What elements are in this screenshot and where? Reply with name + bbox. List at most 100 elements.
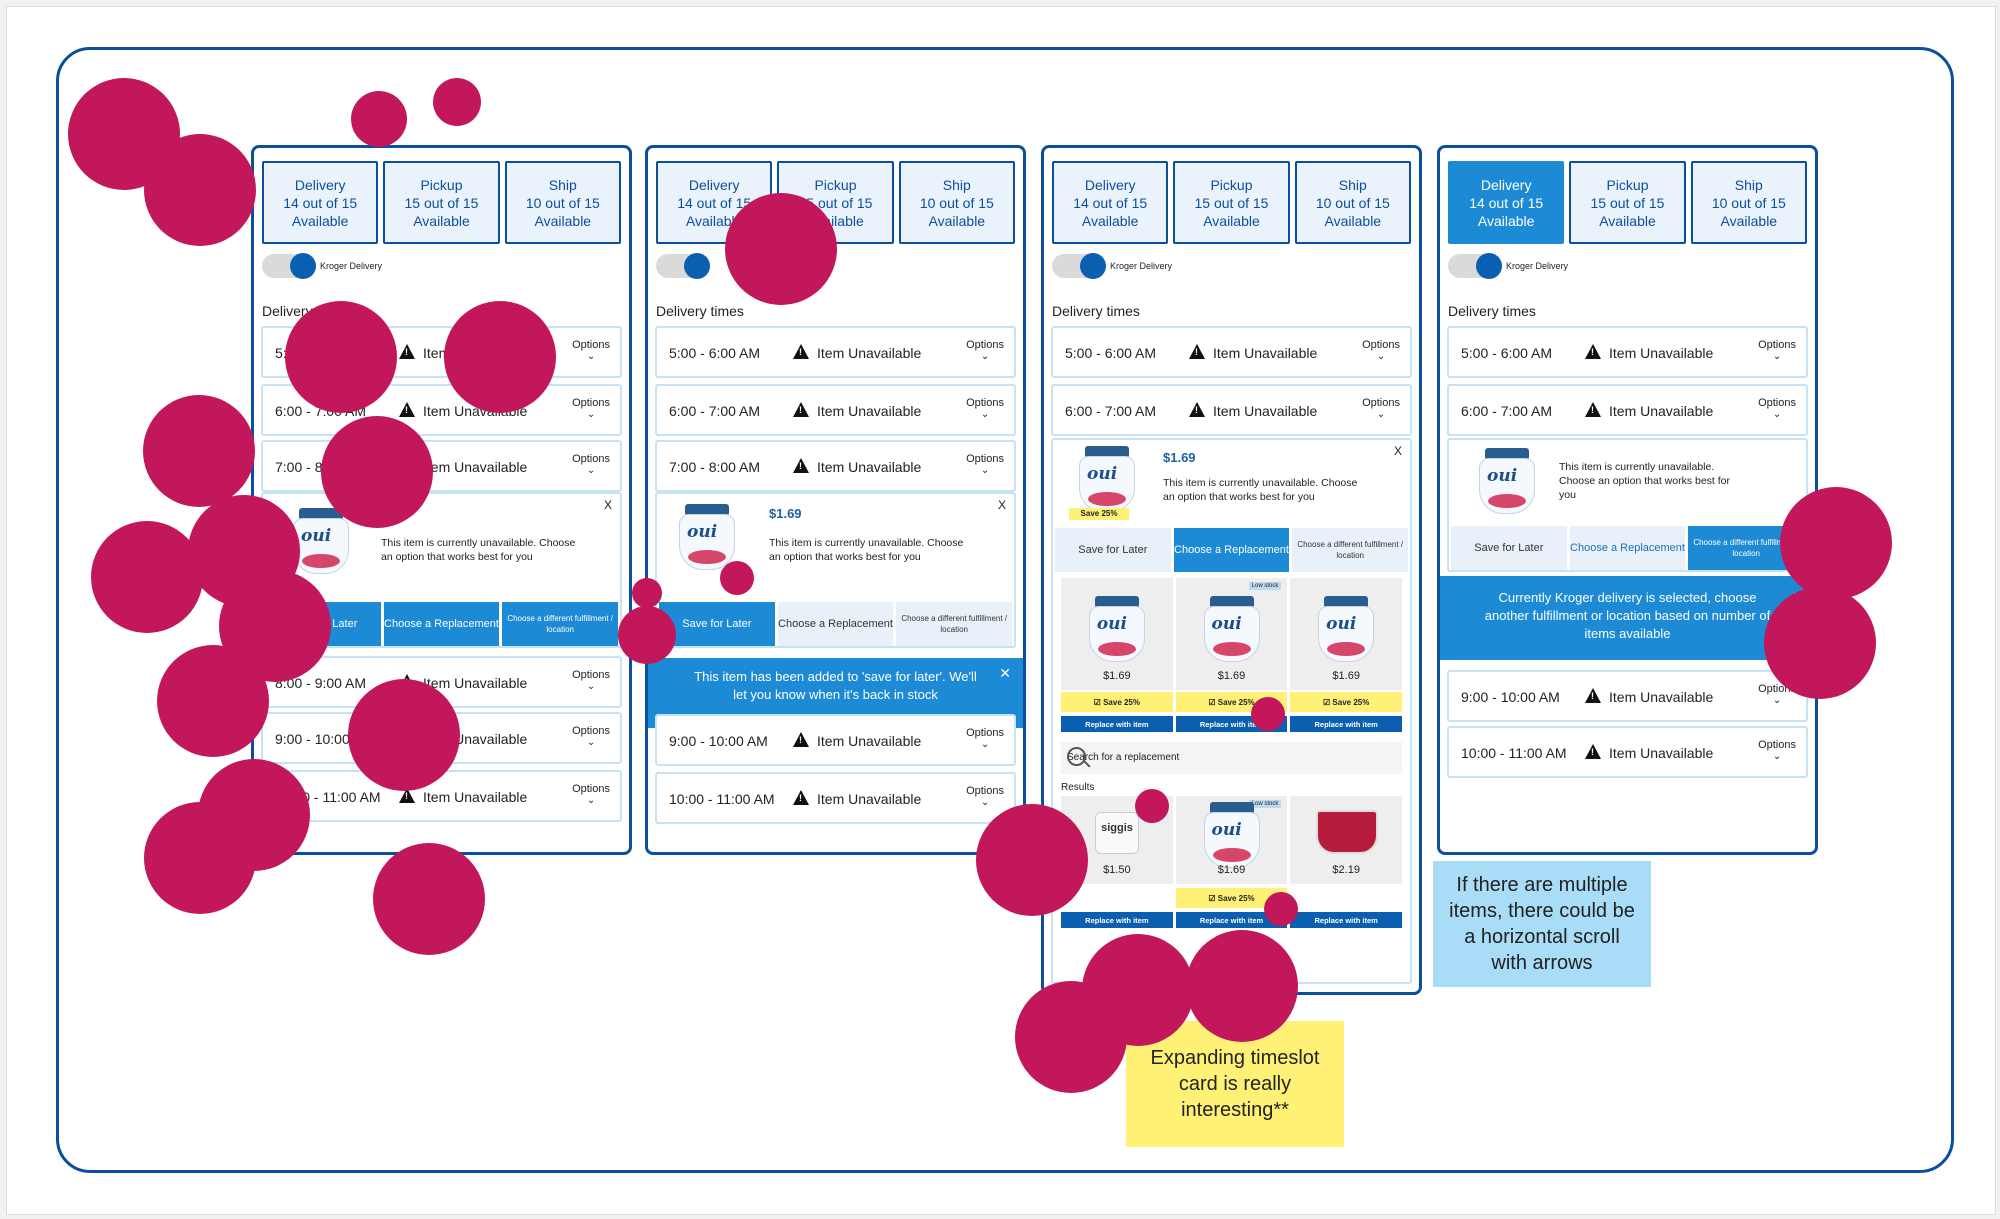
tab-avail: Available bbox=[928, 212, 986, 229]
choose-replacement-button[interactable]: Choose a Replacement bbox=[777, 602, 894, 646]
kroger-delivery-toggle[interactable] bbox=[1448, 253, 1502, 279]
slot-status: Item Unavailable bbox=[817, 459, 922, 475]
options-button[interactable]: Options⌄ bbox=[966, 339, 1004, 363]
replacement-search-input[interactable]: Search for a replacement bbox=[1061, 742, 1402, 774]
slot-status: Item Unavailable bbox=[817, 403, 922, 419]
options-button[interactable]: Options⌄ bbox=[966, 727, 1004, 751]
slot-time: 5:00 - 6:00 AM bbox=[669, 345, 761, 361]
toggle-knob bbox=[1476, 253, 1502, 279]
tab-label: Pickup bbox=[814, 176, 857, 193]
warning-icon bbox=[399, 344, 415, 359]
options-button[interactable]: Options⌄ bbox=[1362, 339, 1400, 363]
replace-with-item-button[interactable]: Replace with item bbox=[1061, 716, 1173, 732]
different-fulfillment-button[interactable]: Choose a different fulfillment / locatio… bbox=[896, 602, 1013, 646]
replacement-option[interactable]: $2.19 bbox=[1290, 796, 1403, 884]
kroger-delivery-toggle[interactable] bbox=[1052, 253, 1106, 279]
replacement-option[interactable]: oui$1.69 bbox=[1290, 578, 1403, 690]
options-button[interactable]: Options⌄ bbox=[966, 397, 1004, 421]
replace-with-item-button[interactable]: Replace with item bbox=[1061, 912, 1173, 928]
timeslot-row[interactable]: 5:00 - 6:00 AM Item Unavailable Options⌄ bbox=[655, 326, 1016, 378]
close-icon[interactable]: ✕ bbox=[999, 665, 1011, 681]
tab-label: Ship bbox=[942, 176, 971, 193]
options-button[interactable]: Options⌄ bbox=[1758, 739, 1796, 763]
options-button[interactable]: Options⌄ bbox=[966, 453, 1004, 477]
vote-dot bbox=[725, 193, 837, 305]
save-for-later-button[interactable]: Save for Later bbox=[1451, 526, 1567, 570]
chevron-down-icon: ⌄ bbox=[1772, 409, 1782, 420]
slot-time: 6:00 - 7:00 AM bbox=[669, 403, 761, 419]
save-for-later-button[interactable]: Save for Later bbox=[659, 602, 775, 646]
options-button[interactable]: Options⌄ bbox=[572, 669, 610, 693]
close-icon[interactable]: X bbox=[997, 498, 1006, 512]
tab-avail: Available bbox=[685, 212, 743, 229]
unavailable-item-card: oui This item is currently unavailable. … bbox=[1447, 438, 1808, 572]
save-tag: ☑ Save 25% bbox=[1061, 692, 1173, 712]
options-button[interactable]: Options⌄ bbox=[572, 453, 610, 477]
save-tag-text: Save 25% bbox=[1217, 893, 1255, 903]
different-fulfillment-button[interactable]: Choose a different fulfillment / locatio… bbox=[1292, 528, 1409, 572]
tab-label: Delivery bbox=[1480, 176, 1532, 193]
vote-dot bbox=[91, 521, 203, 633]
options-button[interactable]: Options⌄ bbox=[1362, 397, 1400, 421]
options-button[interactable]: Options⌄ bbox=[572, 397, 610, 421]
action-buttons: Save for Later Choose a Replacement Choo… bbox=[1451, 526, 1805, 570]
options-button[interactable]: Options⌄ bbox=[1758, 339, 1796, 363]
save-tag: ☑ Save 25% bbox=[1175, 888, 1288, 908]
replace-with-item-button[interactable]: Replace with item bbox=[1290, 912, 1403, 928]
replace-with-item-button[interactable]: Replace with item bbox=[1175, 912, 1288, 928]
tab-count: 14 out of 15 bbox=[283, 194, 358, 211]
options-button[interactable]: Options⌄ bbox=[966, 785, 1004, 809]
options-button[interactable]: Options⌄ bbox=[1758, 397, 1796, 421]
toggle-label: Kroger Delivery bbox=[1506, 261, 1569, 271]
warning-icon bbox=[793, 402, 809, 417]
kroger-delivery-toggle[interactable] bbox=[262, 253, 316, 279]
replacement-option[interactable]: oui$1.69 bbox=[1061, 578, 1173, 690]
close-icon[interactable]: X bbox=[603, 498, 612, 512]
toggle-label: Kroger Delivery bbox=[1110, 261, 1173, 271]
vote-dot bbox=[351, 91, 407, 147]
replace-with-item-button[interactable]: Replace with item bbox=[1290, 716, 1403, 732]
choose-replacement-button[interactable]: Choose a Replacement bbox=[383, 602, 500, 646]
chevron-down-icon: ⌄ bbox=[1772, 351, 1782, 362]
timeslot-row[interactable]: 6:00 - 7:00 AM Item Unavailable Options⌄ bbox=[655, 384, 1016, 436]
slot-time: 10:00 - 11:00 AM bbox=[1461, 745, 1567, 761]
options-button[interactable]: Options⌄ bbox=[572, 339, 610, 363]
kroger-delivery-toggle[interactable] bbox=[656, 253, 710, 279]
close-icon[interactable]: X bbox=[1393, 444, 1402, 458]
save-for-later-button[interactable]: Save for Later bbox=[1055, 528, 1171, 572]
choose-replacement-button[interactable]: Choose a Replacement bbox=[1569, 526, 1686, 570]
different-fulfillment-button[interactable]: Choose a different fulfillment / locatio… bbox=[502, 602, 619, 646]
search-icon[interactable] bbox=[1067, 747, 1086, 766]
options-button[interactable]: Options⌄ bbox=[572, 783, 610, 807]
choose-replacement-button[interactable]: Choose a Replacement bbox=[1173, 528, 1290, 572]
options-label: Options bbox=[572, 453, 610, 465]
yogurt-product-image: oui bbox=[1079, 446, 1135, 512]
slot-status: Item Unavailable bbox=[817, 345, 922, 361]
options-button[interactable]: Options⌄ bbox=[572, 725, 610, 749]
slot-status: Item Unavailable bbox=[1609, 345, 1714, 361]
